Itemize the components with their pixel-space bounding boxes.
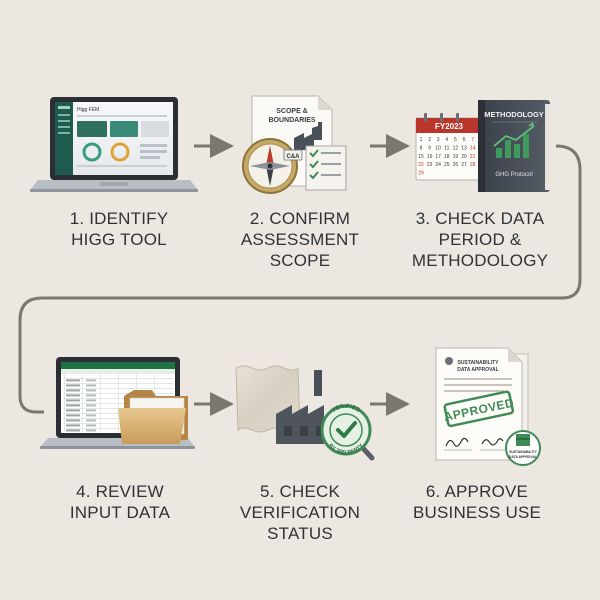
calendar-day: 6 [463, 137, 466, 143]
calendar-day: 26 [453, 162, 459, 168]
step-2-line-3: SCOPE [269, 251, 331, 270]
sheet-cell [66, 414, 80, 417]
step-5-line-3: STATUS [267, 524, 333, 543]
calendar-day: 16 [427, 154, 433, 160]
calendar-day: 24 [435, 162, 441, 168]
sheet-cell [86, 389, 96, 392]
scope-doc-heading-1: SCOPE & [276, 108, 308, 115]
book-title: METHODOLOGY [484, 110, 544, 119]
step-4-line-2: INPUT DATA [69, 503, 171, 522]
step-6-line-1: 6. APPROVE [425, 482, 529, 501]
calendar-day: 15 [418, 154, 424, 160]
calendar-day: 17 [435, 154, 441, 160]
calendar-day: 2 [428, 137, 431, 143]
sheet-cell [86, 414, 96, 417]
seal-top-text: VERIFIED [331, 404, 362, 415]
sheet-column [82, 374, 83, 432]
step-4-line-1: 4. REVIEW [76, 482, 164, 501]
calendar-day: 22 [418, 162, 424, 168]
calendar-day: 19 [453, 154, 459, 160]
calendar-day: 7 [471, 137, 474, 143]
calendar-day: 21 [470, 154, 476, 160]
scope-document-compass-icon: SCOPE & BOUNDARIES C&A [242, 95, 347, 194]
step-4-label: 4. REVIEW INPUT DATA [35, 481, 205, 523]
calendar-year: FY2023 [435, 122, 464, 131]
sheet-column [100, 374, 101, 432]
laptop-spreadsheet-folder-icon [40, 357, 195, 449]
sheet-cell [66, 379, 80, 382]
sheet-column [118, 374, 119, 432]
calendar-day: 12 [453, 145, 459, 151]
laptop-dashboard-icon: Higg FEM [30, 97, 198, 192]
sheet-cell [66, 399, 80, 402]
step-2-line-1: 2. CONFIRM [249, 209, 351, 228]
calendar-day: 11 [444, 145, 449, 151]
fabric-factory-verified-seal-icon: VERIFIED BY 3RD PARTY [235, 365, 375, 461]
sheet-cell [66, 394, 80, 397]
sheet-cell [86, 409, 96, 412]
calendar-day: 28 [470, 162, 476, 168]
calendar-day: 25 [444, 162, 450, 168]
sheet-cell [86, 429, 96, 432]
scope-doc-heading-2: BOUNDARIES [268, 117, 315, 124]
calendar-day: 4 [445, 137, 448, 143]
sheet-cell [66, 429, 80, 432]
calendar-day: 23 [427, 162, 433, 168]
step-6-line-2: BUSINESS USE [412, 503, 542, 522]
sheet-cell [86, 384, 96, 387]
sheet-cell [66, 404, 80, 407]
calendar-day: 18 [444, 154, 450, 160]
badge-text-1: SUSTAINABILITY [509, 450, 538, 454]
calendar-day: 14 [470, 145, 476, 151]
calendar-day: 20 [461, 154, 467, 160]
book-subtitle: GHG Protocol [495, 172, 532, 178]
step-5-line-1: 5. CHECK [259, 482, 341, 501]
badge-text-2: DATA APPROVAL [509, 455, 537, 459]
sheet-cell [66, 409, 80, 412]
calendar-day: 13 [461, 145, 467, 151]
calendar-day: 1 [420, 137, 423, 143]
calendar-day: 9 [428, 145, 431, 151]
calendar-day: 27 [461, 162, 467, 168]
sheet-cell [66, 389, 80, 392]
sheet-cell [86, 379, 96, 382]
step-2-label: 2. CONFIRM ASSESSMENT SCOPE [215, 208, 385, 271]
sheet-cell [66, 419, 80, 422]
sheet-cell [86, 399, 96, 402]
step-1-line-1: 1. IDENTIFY [69, 209, 169, 228]
calendar-day: 8 [420, 145, 423, 151]
approval-doc-heading-1: SUSTAINABILITY [457, 360, 499, 366]
sheet-cell [86, 404, 96, 407]
connector-arrows [18, 134, 582, 416]
step-2-line-2: ASSESSMENT [240, 230, 360, 249]
sheet-cell [86, 419, 96, 422]
compass-tag: C&A [287, 154, 301, 160]
calendar-day: 29 [418, 171, 424, 177]
connector-row1-to-row2 [18, 144, 582, 414]
step-1-label: 1. IDENTIFY HIGG TOOL [34, 208, 204, 250]
calendar-day: 5 [454, 137, 457, 143]
step-3-line-2: PERIOD & [438, 230, 522, 249]
approval-doc-heading-2: DATA APPROVAL [457, 367, 499, 373]
sheet-column [64, 374, 65, 432]
approved-document-icon: SUSTAINABILITY DATA APPROVAL APPROVED SU… [435, 347, 541, 466]
step-1-line-2: HIGG TOOL [71, 230, 167, 249]
calendar-day: 3 [437, 137, 440, 143]
step-3-line-3: METHODOLOGY [411, 251, 549, 270]
calendar-day: 10 [435, 145, 441, 151]
step-6-label: 6. APPROVE BUSINESS USE [392, 481, 562, 523]
step-3-line-1: 3. CHECK DATA [415, 209, 545, 228]
sheet-cell [86, 424, 96, 427]
sheet-cell [66, 384, 80, 387]
sheet-cell [66, 424, 80, 427]
dashboard-screen-title: Higg FEM [77, 107, 99, 113]
sheet-cell [86, 394, 96, 397]
step-5-line-2: VERIFICATION [239, 503, 361, 522]
step-3-label: 3. CHECK DATA PERIOD & METHODOLOGY [395, 208, 565, 271]
step-5-label: 5. CHECK VERIFICATION STATUS [215, 481, 385, 544]
